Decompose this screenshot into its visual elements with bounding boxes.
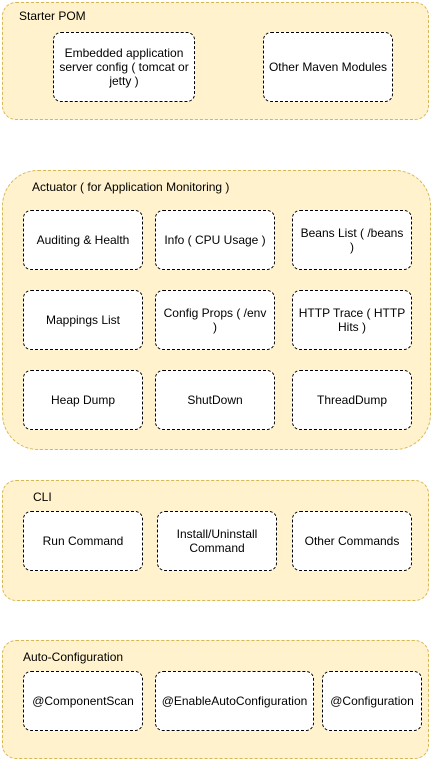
heap-dump-node: Heap Dump (23, 370, 143, 430)
actuator-title: Actuator ( for Application Monitoring ) (32, 180, 230, 194)
cli-group: CLI Run Command Install/Uninstall Comman… (2, 480, 429, 601)
threaddump-node: ThreadDump (292, 370, 412, 430)
install-uninstall-command-node: Install/Uninstall Command (157, 511, 277, 571)
auditing-health-node: Auditing & Health (23, 210, 143, 270)
configuration-node: @Configuration (322, 671, 422, 731)
embedded-server-config-node: Embedded application server config ( tom… (53, 32, 195, 102)
http-trace-node: HTTP Trace ( HTTP Hits ) (292, 290, 412, 350)
enable-auto-configuration-node: @EnableAutoConfiguration (155, 671, 314, 731)
config-props-node: Config Props ( /env ) (155, 290, 275, 350)
run-command-node: Run Command (23, 511, 143, 571)
starter-pom-title: Starter POM (19, 9, 86, 23)
starter-pom-group: Starter POM Embedded application server … (2, 2, 429, 120)
auto-configuration-group: Auto-Configuration @ComponentScan @Enabl… (2, 640, 429, 759)
mappings-list-node: Mappings List (23, 290, 143, 350)
other-commands-node: Other Commands (292, 511, 412, 571)
shutdown-node: ShutDown (155, 370, 275, 430)
info-cpu-usage-node: Info ( CPU Usage ) (155, 210, 275, 270)
other-maven-modules-node: Other Maven Modules (263, 32, 393, 102)
auto-configuration-title: Auto-Configuration (23, 650, 124, 664)
component-scan-node: @ComponentScan (23, 671, 143, 731)
cli-title: CLI (33, 490, 52, 504)
actuator-group: Actuator ( for Application Monitoring ) … (2, 170, 431, 450)
beans-list-node: Beans List ( /beans ) (292, 210, 412, 270)
